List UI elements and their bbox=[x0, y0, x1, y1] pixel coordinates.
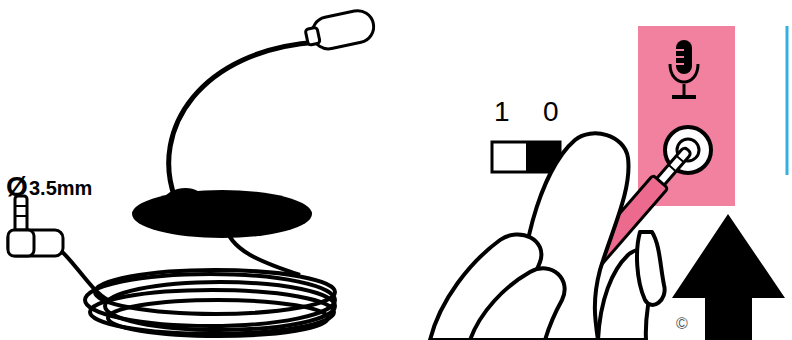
copyright-mark: © bbox=[676, 316, 688, 332]
switch bbox=[492, 142, 560, 172]
mic-capsule bbox=[303, 8, 376, 53]
gooseneck bbox=[169, 42, 318, 198]
switch-on-label: 1 bbox=[494, 98, 510, 126]
cable-coil bbox=[58, 225, 335, 336]
jack-plug bbox=[8, 196, 63, 256]
switch-off-label: 0 bbox=[543, 98, 559, 126]
insert-arrow bbox=[672, 214, 785, 340]
hand bbox=[430, 133, 665, 340]
mic-icon bbox=[670, 40, 698, 97]
dimension-label: 3.5mm bbox=[29, 178, 92, 198]
mic-base bbox=[132, 190, 312, 238]
diameter-symbol: Ø bbox=[6, 173, 28, 201]
divider-line bbox=[786, 26, 789, 175]
